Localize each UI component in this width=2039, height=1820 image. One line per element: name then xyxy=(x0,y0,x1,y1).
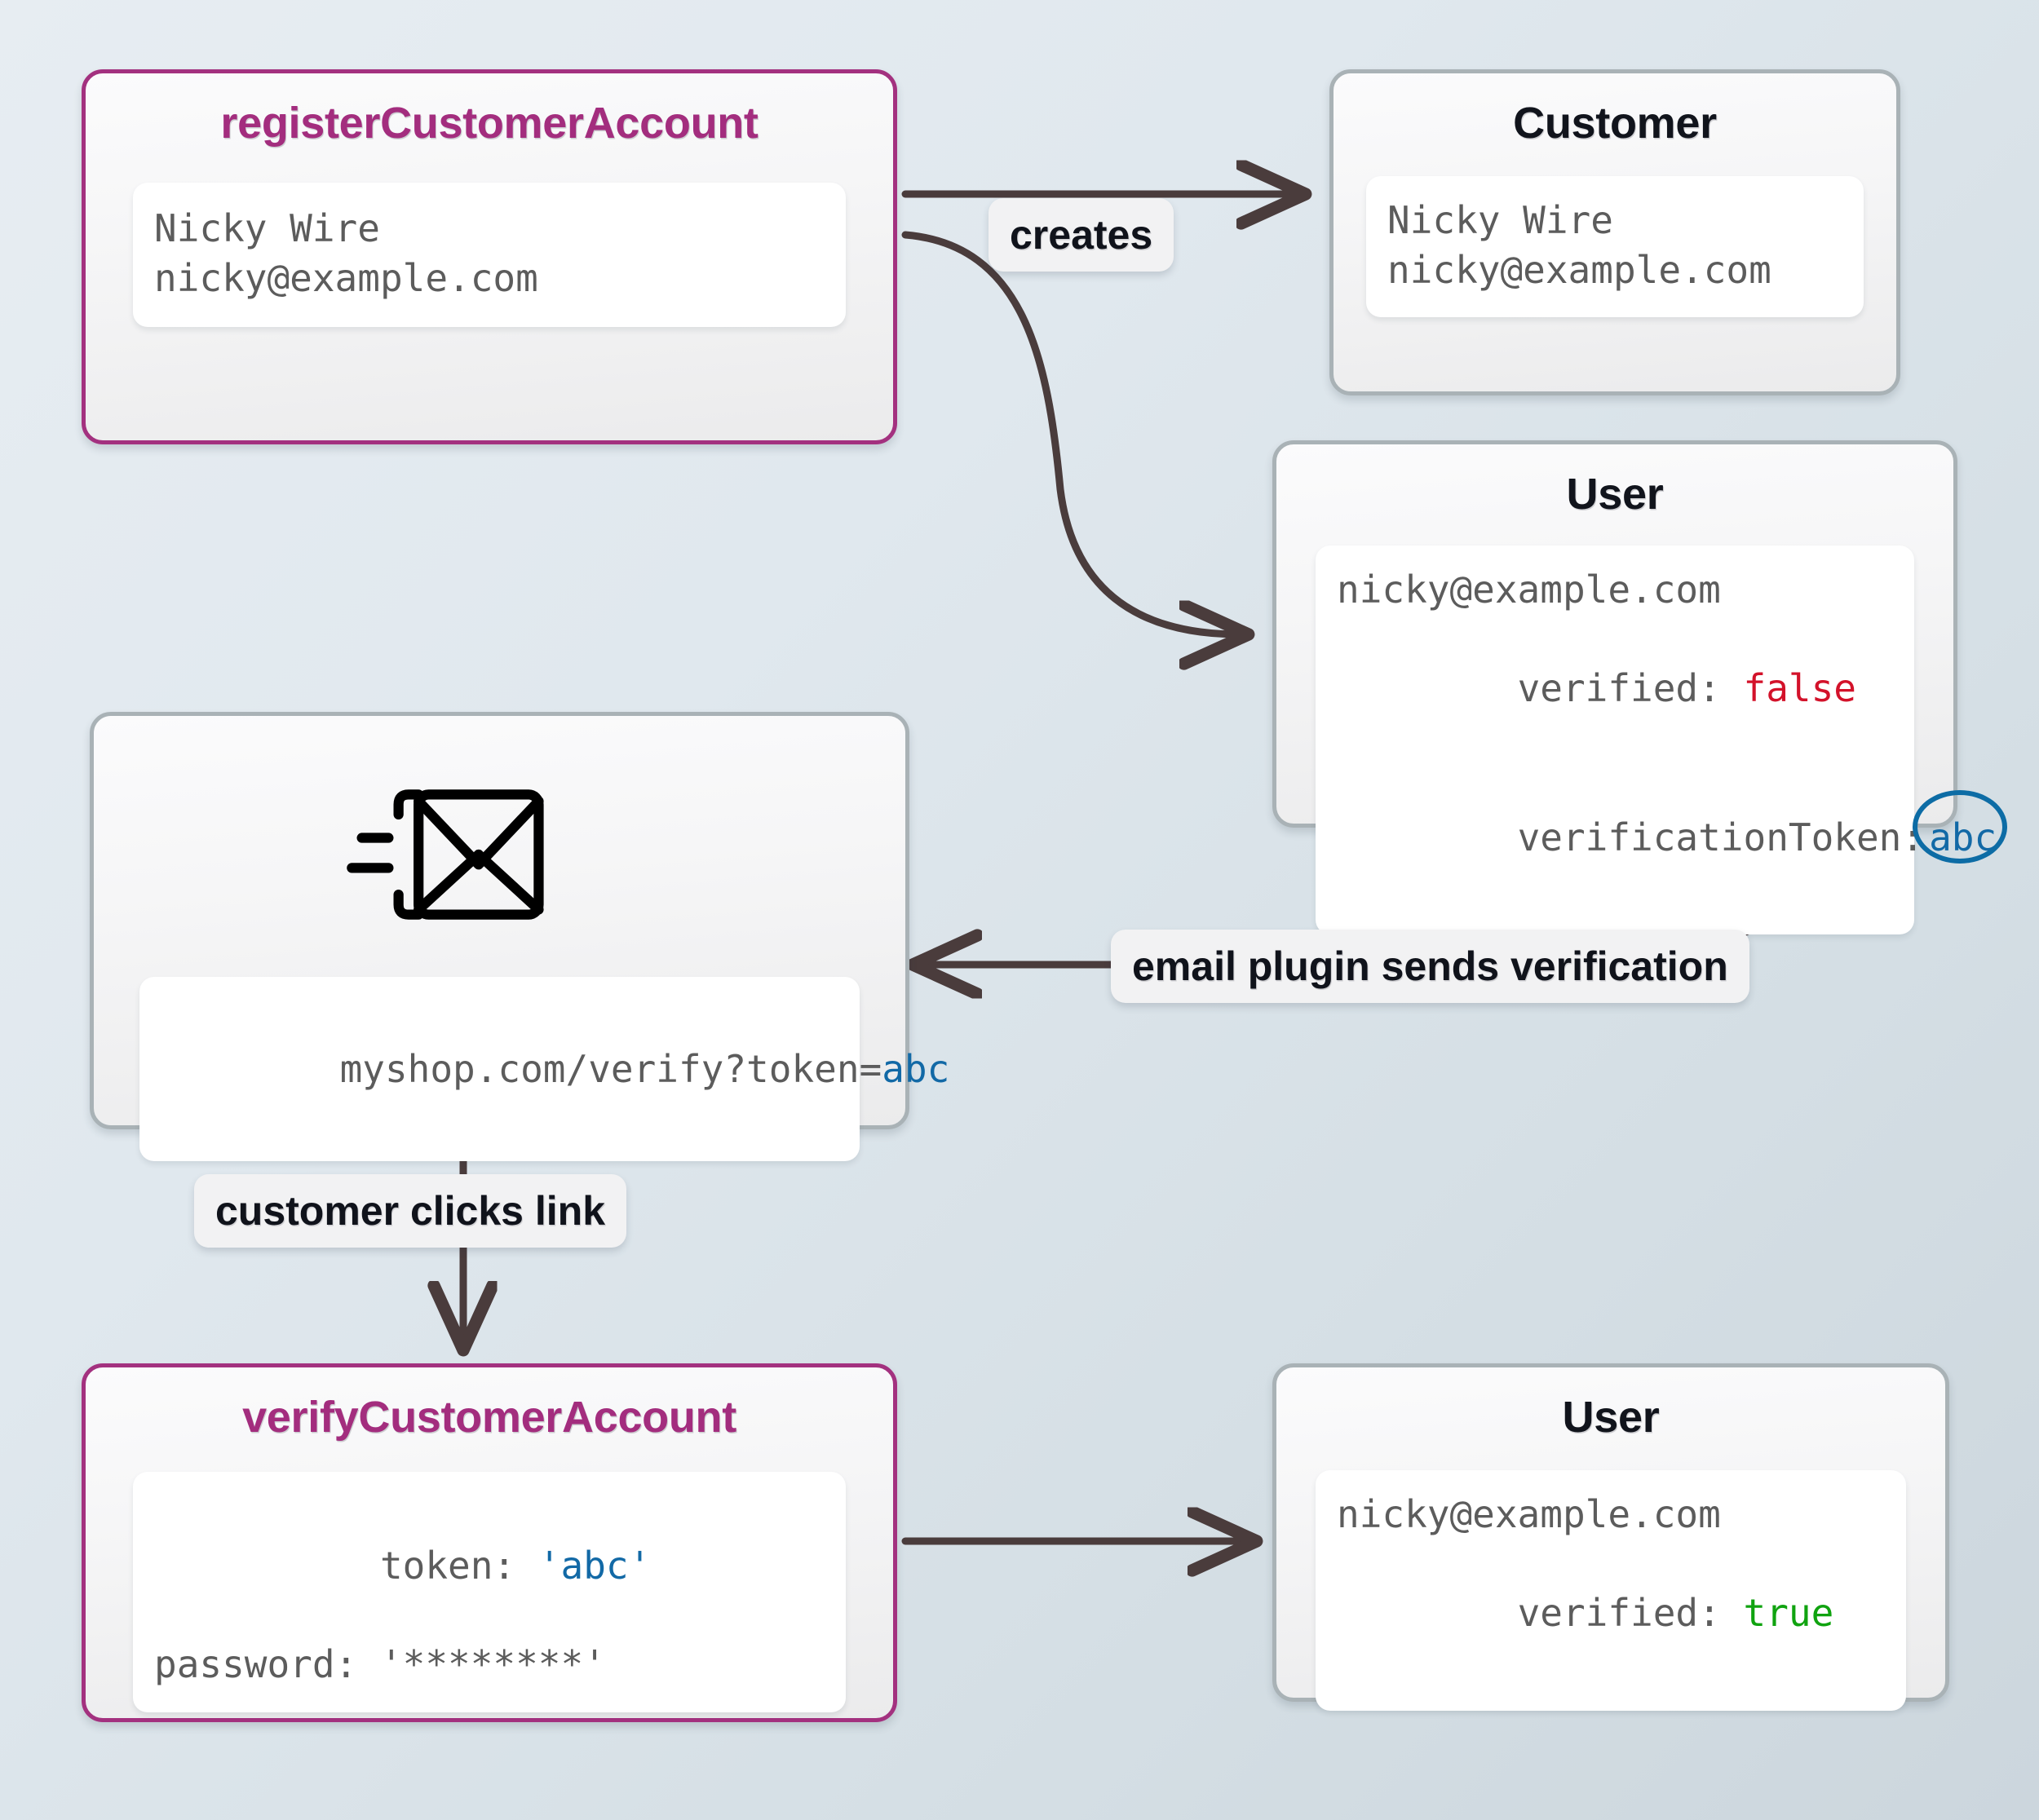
edge-creates-user xyxy=(901,231,1240,634)
node-email-message[interactable]: myshop.com/verify?token=abc xyxy=(90,712,949,1162)
node-title: User xyxy=(1562,1393,1660,1442)
email-url-token: abc xyxy=(882,1046,950,1091)
node-title: verifyCustomerAccount xyxy=(242,1393,736,1442)
customer-field-email: nicky@example.com xyxy=(1387,247,1771,292)
node-customer-entity[interactable]: Customer Nicky Wire nicky@example.com xyxy=(1329,69,1900,395)
send-email-icon xyxy=(338,781,559,928)
verify-token-label: token: xyxy=(379,1543,538,1588)
node-verify-customer-account[interactable]: verifyCustomerAccount token: 'abc' passw… xyxy=(82,1363,897,1722)
node-user-unverified[interactable]: User nicky@example.com verified: false v… xyxy=(1272,440,2008,935)
verification-token-label: verificationToken: xyxy=(1517,815,1925,859)
verify-arg-token: token: 'abc' xyxy=(154,1491,825,1640)
user-field-email: nicky@example.com xyxy=(1337,1492,1721,1536)
customer-field-name: Nicky Wire xyxy=(1387,198,1613,242)
node-register-customer-account[interactable]: registerCustomerAccount Nicky Wire nicky… xyxy=(82,69,897,444)
verify-args-panel: token: 'abc' password: '********' xyxy=(133,1472,846,1712)
email-url: myshop.com/verify?token=abc xyxy=(159,995,950,1143)
user-field-email: nicky@example.com xyxy=(1337,568,1721,612)
user-unverified-fields-panel: nicky@example.com verified: false verifi… xyxy=(1316,546,2008,935)
email-url-panel: myshop.com/verify?token=abc xyxy=(139,977,950,1162)
user-field-verified: verified: true xyxy=(1337,1539,1885,1688)
register-args-panel: Nicky Wire nicky@example.com xyxy=(133,183,846,328)
edge-label-creates: creates xyxy=(989,198,1174,272)
verified-value: true xyxy=(1743,1591,1834,1636)
user-verified-fields-panel: nicky@example.com verified: true xyxy=(1316,1470,1906,1711)
node-title: Customer xyxy=(1513,99,1717,148)
verified-label: verified: xyxy=(1517,1591,1744,1636)
register-arg-name: Nicky Wire xyxy=(154,206,380,250)
edge-label-customer-clicks-link: customer clicks link xyxy=(194,1174,627,1248)
verified-label: verified: xyxy=(1517,666,1744,711)
verified-value: false xyxy=(1743,666,1856,711)
email-url-prefix: myshop.com/verify?token= xyxy=(339,1046,882,1091)
node-title: User xyxy=(1566,470,1664,519)
edge-label-email-plugin-sends-verification: email plugin sends verification xyxy=(1111,930,1749,1003)
user-field-verified: verified: false xyxy=(1337,615,1893,763)
user-field-verification-token: verificationToken:abc xyxy=(1337,763,2008,912)
customer-fields-panel: Nicky Wire nicky@example.com xyxy=(1366,176,1864,318)
verification-token-value-highlight: abc xyxy=(1913,789,2008,864)
node-title: registerCustomerAccount xyxy=(220,99,759,148)
verify-token-value: 'abc' xyxy=(537,1543,652,1588)
node-user-verified[interactable]: User nicky@example.com verified: true xyxy=(1272,1363,1949,1711)
register-arg-email: nicky@example.com xyxy=(154,255,538,300)
verify-arg-password: password: '********' xyxy=(154,1642,606,1687)
